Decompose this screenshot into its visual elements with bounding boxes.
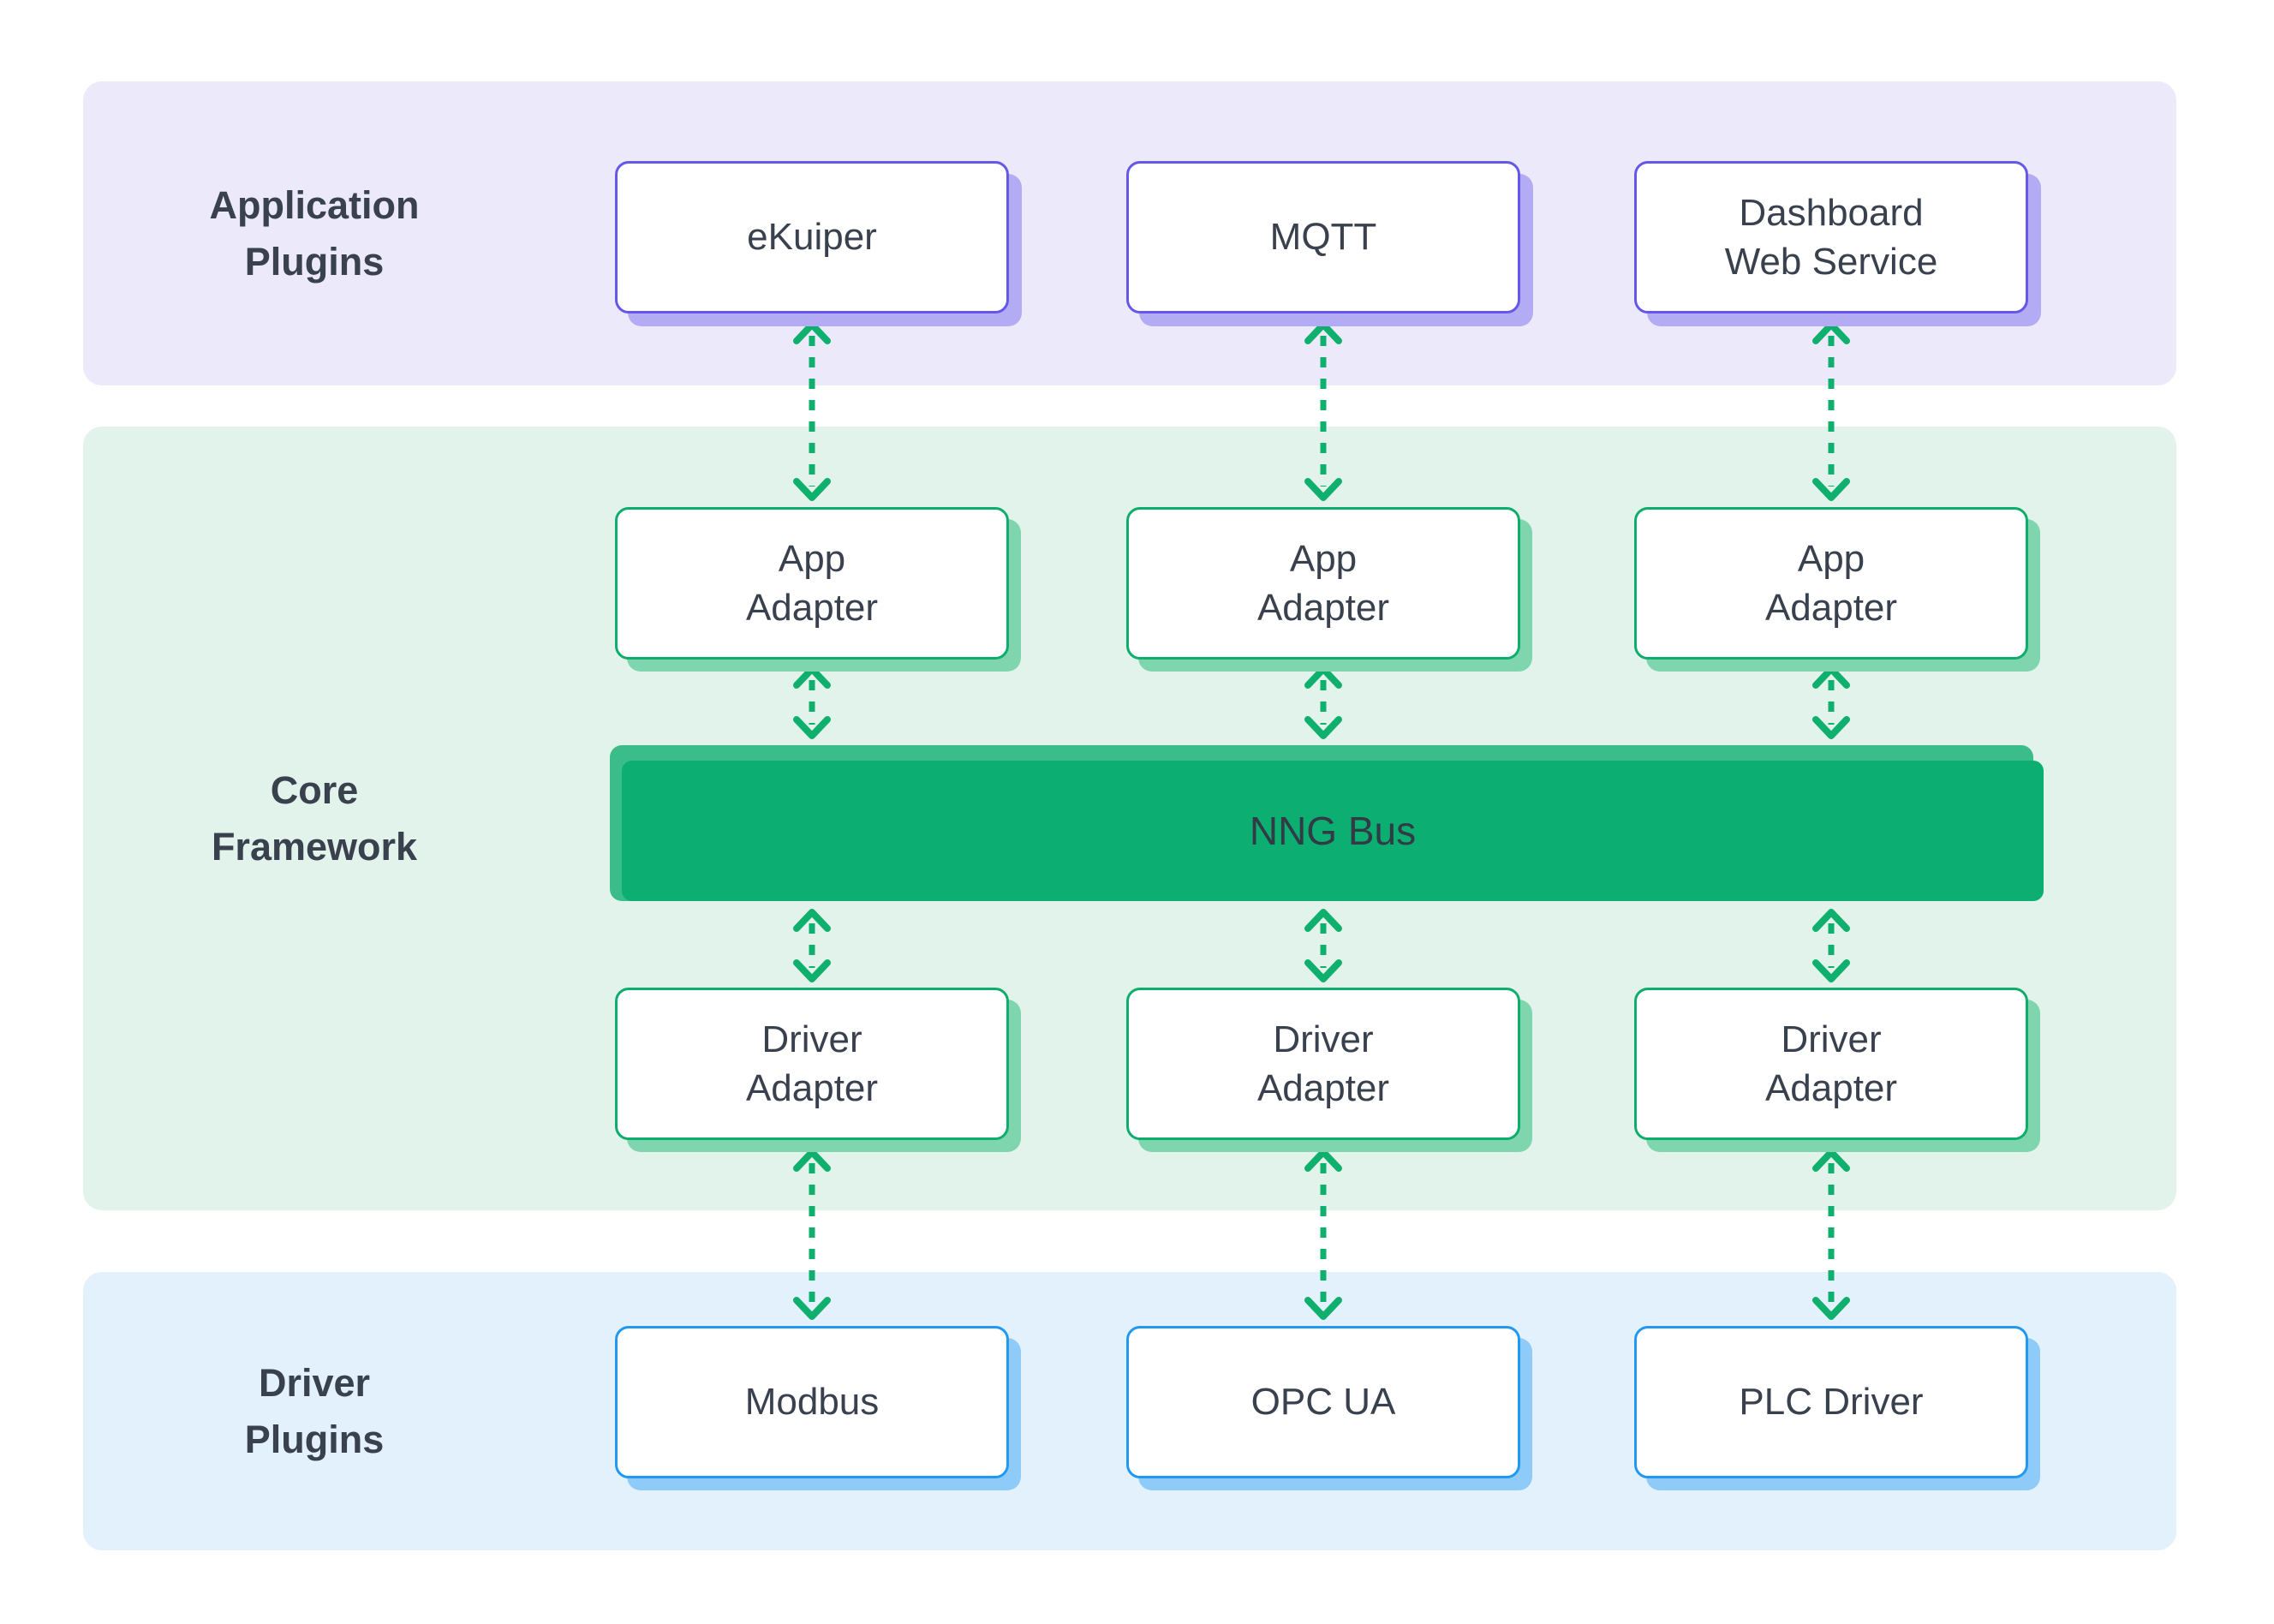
box-plc-driver: PLC Driver <box>1634 1326 2028 1478</box>
box-app-adapter-2: App Adapter <box>1126 507 1520 660</box>
box-app-adapter-1: App Adapter <box>615 507 1009 660</box>
arrow-nng-bus-to-driver-adapter-col1 <box>793 909 831 982</box>
nng-bus: NNG Bus <box>622 761 2044 901</box>
arrow-driver-adapter-to-driver-plugin-col1 <box>793 1149 831 1320</box>
box-driver-adapter-2: Driver Adapter <box>1126 988 1520 1140</box>
box-mqtt: MQTT <box>1126 161 1520 313</box>
arrow-app-adapter-to-nng-bus-col2 <box>1304 666 1342 739</box>
arrow-driver-adapter-to-driver-plugin-col3 <box>1812 1149 1850 1320</box>
box-modbus: Modbus <box>615 1326 1009 1478</box>
box-opc-ua: OPC UA <box>1126 1326 1520 1478</box>
section-label-core-framework: Core Framework <box>211 768 418 869</box>
arrow-nng-bus-to-driver-adapter-col3 <box>1812 909 1850 982</box>
arrow-app-adapter-to-nng-bus-col1 <box>793 666 831 739</box>
box-app-adapter-3: App Adapter <box>1634 507 2028 660</box>
arrow-app-plugin-to-app-adapter-col3 <box>1812 321 1850 501</box>
box-dashboard-web-service: Dashboard Web Service <box>1634 161 2028 313</box>
arrow-app-adapter-to-nng-bus-col3 <box>1812 666 1850 739</box>
box-driver-adapter-3: Driver Adapter <box>1634 988 2028 1140</box>
arrow-app-plugin-to-app-adapter-col2 <box>1304 321 1342 501</box>
box-ekuiper: eKuiper <box>615 161 1009 313</box>
arrow-driver-adapter-to-driver-plugin-col2 <box>1304 1149 1342 1320</box>
section-label-driver-plugins: Driver Plugins <box>244 1361 385 1461</box>
section-label-application-plugins: Application Plugins <box>209 183 420 284</box>
box-driver-adapter-1: Driver Adapter <box>615 988 1009 1140</box>
arrow-app-plugin-to-app-adapter-col1 <box>793 321 831 501</box>
arrow-nng-bus-to-driver-adapter-col2 <box>1304 909 1342 982</box>
nng-bus-label: NNG Bus <box>1249 809 1417 853</box>
